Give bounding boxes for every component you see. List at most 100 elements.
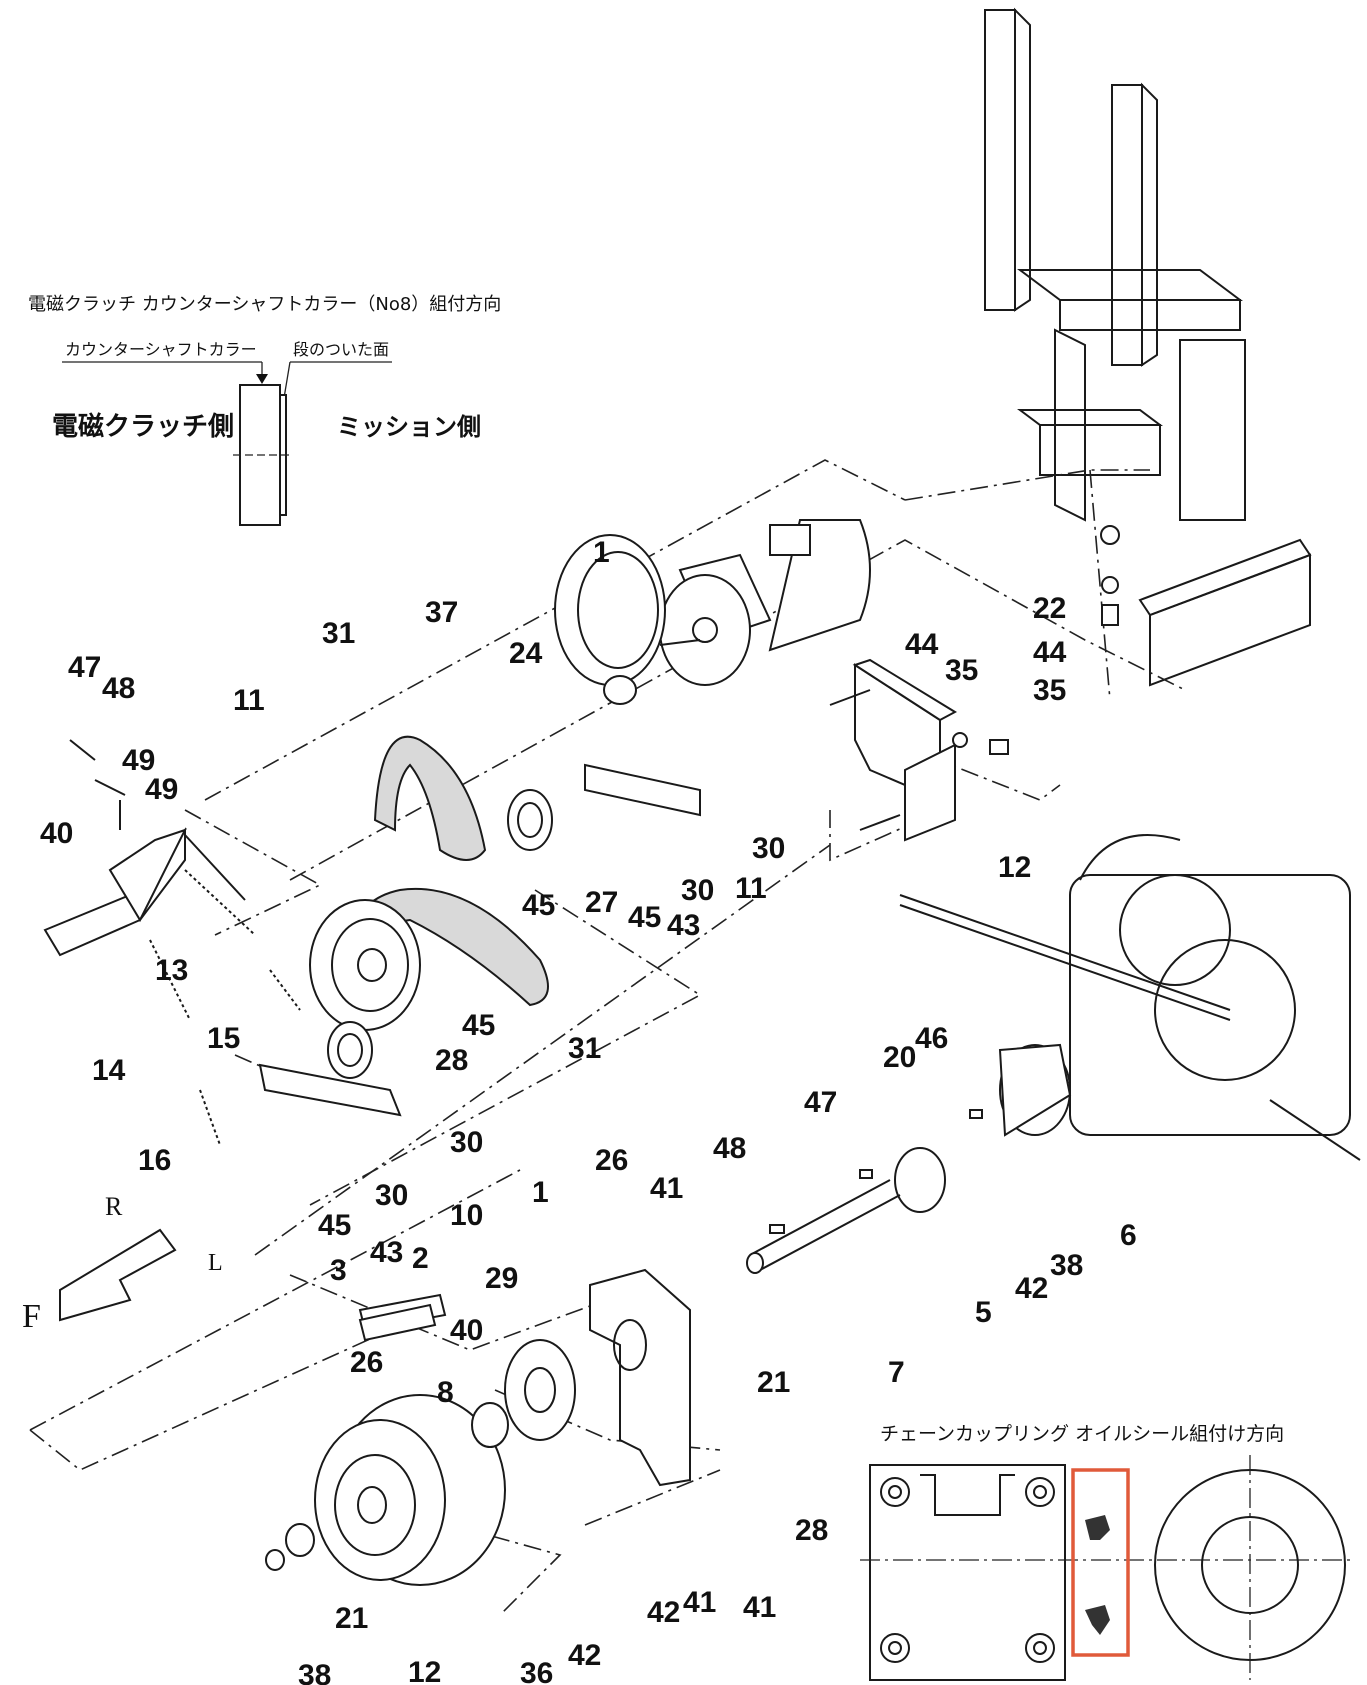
part-label-41-upper: 41	[650, 1172, 683, 1205]
washer-44-upper	[1101, 576, 1119, 594]
seal-direction-highlight	[1071, 1468, 1130, 1657]
part-label-11: 11	[735, 872, 767, 905]
belts-31	[309, 735, 549, 1031]
part-label-4: 1	[593, 536, 610, 569]
part-label-30-a: 30	[681, 874, 714, 907]
part-label-20: 20	[883, 1041, 916, 1074]
part-label-47: 47	[804, 1086, 837, 1119]
part-label-48: 48	[713, 1132, 746, 1165]
idler-pulley-28-lower	[327, 1021, 373, 1079]
clutch-mount-1	[504, 1268, 691, 1487]
direction-r: R	[105, 1192, 123, 1221]
part-label-22: 21	[335, 1602, 368, 1635]
part-label-42-lower: 42	[568, 1639, 601, 1672]
part-label-30-d: 30	[375, 1179, 408, 1212]
part-label-8: 8	[437, 1376, 454, 1409]
part-label-49-b: 48	[102, 672, 135, 705]
part-label-1: 1	[532, 1176, 549, 1209]
part-label-31-upper: 31	[322, 617, 355, 650]
shaft-7	[746, 1252, 764, 1274]
bolt-38-lower	[265, 1549, 285, 1571]
part-label-37: 37	[425, 596, 458, 629]
oil-seal-inset: チェーンカップリング オイルシール組付け方向	[860, 1423, 1350, 1681]
seal-note-title: チェーンカップリング オイルシール組付け方向	[880, 1423, 1284, 1445]
part-label-2: 2	[412, 1242, 429, 1275]
part-label-28-lower: 28	[435, 1044, 468, 1077]
part-label-39: 40	[450, 1314, 483, 1347]
plate-3	[358, 1303, 437, 1342]
pump-flange	[659, 574, 751, 686]
part-label-16-upper: 15	[207, 1022, 240, 1055]
seal-lip-upper	[1085, 1515, 1110, 1540]
part-label-26-lower: 26	[350, 1346, 383, 1379]
part-label-30-c: 30	[450, 1126, 483, 1159]
washer-22	[285, 1523, 315, 1557]
collar-8	[471, 1402, 509, 1448]
bearing-29	[504, 1339, 576, 1441]
part-label-35-lower: 35	[1033, 674, 1066, 707]
assembly-guide-lines	[29, 459, 1186, 1616]
drive-line	[746, 1043, 1072, 1274]
part-label-29: 29	[485, 1262, 518, 1295]
key-48	[769, 1224, 785, 1234]
part-label-45-d: 45	[318, 1209, 351, 1242]
tension-arm-11	[584, 763, 701, 817]
part-label-5: 5	[975, 1296, 992, 1329]
part-label-6: 6	[1120, 1219, 1137, 1252]
part-label-49-c: 49	[122, 744, 155, 777]
part-label-23: 22	[1033, 592, 1066, 625]
coupling-outline	[869, 1464, 1066, 1681]
part-label-24: 24	[509, 637, 543, 670]
part-label-46: 46	[915, 1022, 948, 1055]
part-label-40-lower: 41	[743, 1591, 776, 1624]
part-label-42-mid: 42	[647, 1596, 680, 1629]
part-label-45-a: 45	[522, 889, 555, 922]
bolt-35-upper	[1101, 604, 1119, 626]
part-label-40-upper: 40	[40, 817, 73, 850]
part-label-38-upper: 38	[1050, 1249, 1083, 1282]
pump-pulley-4	[554, 534, 666, 686]
part-label-21: 21	[757, 1366, 790, 1399]
part-label-14-lower: 14	[92, 1054, 126, 1087]
part-label-49-a: 47	[68, 651, 101, 684]
part-label-45-b: 45	[628, 901, 661, 934]
part-label-16-lower: 16	[138, 1144, 171, 1177]
part-label-14-upper: 13	[155, 954, 188, 987]
clutch-side-label: 電磁クラッチ側	[52, 411, 234, 442]
key-46	[969, 1109, 983, 1119]
part-label-27: 28	[795, 1514, 828, 1547]
transmission-unit	[899, 834, 1361, 1161]
pump-bracket-12	[829, 658, 1009, 842]
frame-structure	[904, 7, 1312, 701]
key-47	[859, 1169, 873, 1179]
collar-note: 電磁クラッチ カウンターシャフトカラー（No8）組付方向 カウンターシャフトカラ…	[28, 294, 501, 526]
idler-pulleys	[258, 763, 701, 1117]
tension-arm-10	[258, 1063, 402, 1117]
direction-f: F	[22, 1298, 41, 1335]
part-label-7: 7	[888, 1356, 905, 1389]
hydraulic-pump-assembly	[554, 519, 871, 705]
part-number-labels: 1 31 37 24 11 47 48 49 49 40 13 14 15 16…	[40, 536, 1137, 1685]
part-label-44-lower: 44	[1033, 636, 1067, 669]
part-label-43-lower: 43	[370, 1236, 403, 1269]
front-direction-arrow: R L F	[22, 1192, 223, 1335]
part-label-31-lower: 31	[568, 1032, 601, 1065]
collar-label: カウンターシャフトカラー	[65, 340, 257, 359]
part-label-26-upper: 26	[595, 1144, 628, 1177]
part-label-15: 12	[408, 1656, 441, 1685]
part-label-42-upper: 42	[1015, 1272, 1048, 1305]
part-label-38-lower: 38	[298, 1659, 331, 1685]
electromagnetic-clutch-15	[265, 1293, 509, 1586]
part-label-43-upper: 43	[667, 909, 700, 942]
mission-side-label: ミッション側	[337, 413, 481, 441]
part-label-30-b: 30	[752, 832, 785, 865]
part-label-13: 11	[233, 684, 265, 717]
part-label-41-lower: 41	[683, 1586, 716, 1619]
part-label-35-upper: 35	[945, 654, 978, 687]
washer-23	[1100, 525, 1120, 545]
part-label-44-upper: 44	[905, 628, 939, 661]
lever-bracket-13	[43, 739, 301, 1146]
idler-pulley-28-upper	[507, 789, 553, 851]
part-label-12: 12	[998, 851, 1031, 884]
